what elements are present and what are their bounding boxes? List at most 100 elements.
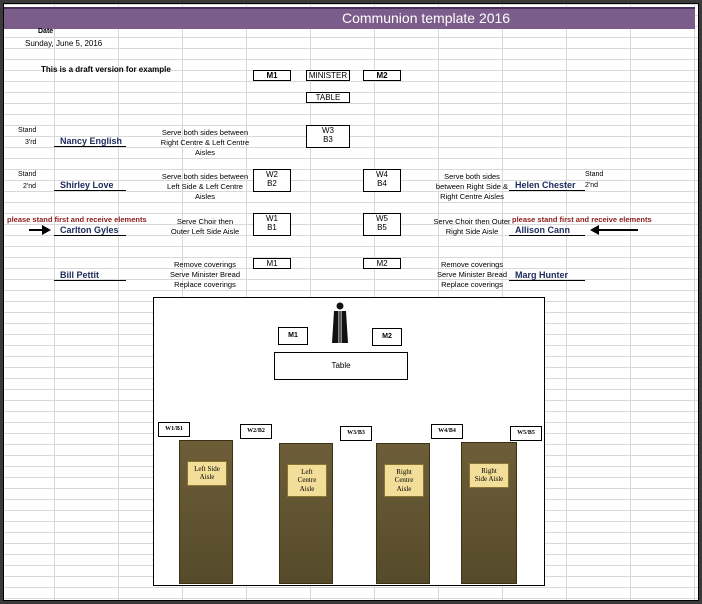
instr-line: Serve both sides between [161,172,249,181]
instr-line: Remove coverings [440,260,504,269]
name-bill-pettit: Bill Pettit [54,270,126,281]
page-title: Communion template 2016 [342,10,511,26]
diagram-table: Table [274,352,408,380]
instr-line: Serve both sides between [161,128,249,137]
aisle-label-line: Aisle [396,484,412,493]
stand-label-2nd-left: Stand [18,171,37,178]
instr-line: Serve both sides [444,172,500,181]
ord-2nd-right: 2'nd [585,182,599,189]
name-text: Marg Hunter [515,270,569,280]
b4-text: B4 [377,179,387,189]
name-text: Allison Cann [515,225,571,235]
instr-m1: Remove coverings Serve Minister Bread Re… [154,260,256,289]
w4-b4-box: W4 B4 [363,169,401,192]
w3-b3-box: W3 B3 [306,125,350,148]
w4-text: W4 [376,170,388,179]
instr-first-left: Serve Choir then Outer Left Side Aisle [154,217,256,237]
name-text: Shirley Love [60,180,114,190]
instr-second-right: Serve both sides between Right Side & Ri… [422,172,522,201]
aisle-label: Left Side Aisle [187,461,227,486]
instr-line: Aisles [194,147,215,157]
arrow-right-icon [29,225,51,235]
aisle-label: Right Side Aisle [469,463,509,488]
instr-line: Replace coverings [174,279,236,289]
w5-text: W5 [376,214,388,223]
ord-3rd: 3'rd [25,139,37,146]
b5-text: B5 [377,223,387,233]
diagram-w1-b1: W1/B1 [158,422,190,437]
w5-b5-box: W5 B5 [363,213,401,236]
aisle-label-line: Centre [297,476,317,485]
date-label: Date [38,28,54,35]
instr-line: Right Centre & Left Centre [160,137,250,147]
instr-line: Remove coverings [173,260,237,269]
instr-line: Replace coverings [441,279,503,289]
diagram-w3-b3: W3/B3 [340,426,372,441]
diagram-w5-b5: W5/B5 [510,426,542,441]
note-stand-first-left: please stand first and receive elements [7,215,147,224]
aisle-label: Right Centre Aisle [384,464,424,498]
church-layout-diagram: M1 M2 Table W1/B1 W2/B2 W3/B3 W4/B4 W5/B… [153,297,545,586]
instr-line: Aisles [194,191,215,201]
stand-label-2nd-right: Stand [585,171,604,178]
name-text: Carlton Gyles [60,225,119,235]
date-value: Sunday, June 5, 2016 [25,39,103,48]
note-stand-first-right: please stand first and receive elements [512,215,652,224]
m2-row-box: M2 [363,258,401,269]
name-helen-chester: Helen Chester [509,180,585,191]
aisle-label-line: Right [481,467,497,475]
m1-row-box: M1 [253,258,291,269]
aisle-label-line: Right [396,468,412,476]
instr-line: Left Side & Left Centre [167,181,243,191]
aisle-label-line: Left Side [194,465,220,473]
b1-text: B1 [267,223,277,233]
minister-box: MINISTER [306,70,350,81]
aisle-right-centre: Right Centre Aisle [376,443,430,584]
instr-third-left: Serve both sides between Right Centre & … [154,128,256,157]
stand-label-3rd: Stand [18,127,37,134]
title-bar: Communion template 2016 [4,7,695,29]
aisle-label-line: Aisle [299,484,315,493]
diagram-w4-b4: W4/B4 [431,424,463,439]
aisle-right-side: Right Side Aisle [461,442,517,584]
aisle-label: Left Centre Aisle [287,464,327,498]
instr-line: Serve Minister Bread [436,269,508,279]
w2-text: W2 [266,170,278,179]
aisle-left-centre: Left Centre Aisle [279,443,333,584]
aisle-label-line: Left [301,468,313,476]
instr-line: Serve Choir then Outer [433,217,511,226]
w1-text: W1 [266,214,278,223]
instr-m2: Remove coverings Serve Minister Bread Re… [422,260,522,289]
instr-line: Right Side Aisle [445,226,499,236]
name-text: Helen Chester [515,180,576,190]
name-allison-cann: Allison Cann [509,225,585,236]
draft-note: This is a draft version for example [41,65,171,74]
sheet: Communion template 2016 Date Sunday, Jun… [3,3,699,601]
m1-box: M1 [253,70,291,81]
arrow-left-icon [590,225,640,235]
w1-b1-box: W1 B1 [253,213,291,236]
instr-second-left: Serve both sides between Left Side & Lef… [154,172,256,201]
table-box: TABLE [306,92,350,103]
instr-line: Serve Minister Bread [169,269,241,279]
instr-line: Outer Left Side Aisle [170,226,240,236]
ord-2nd-left: 2'nd [23,183,37,190]
diagram-m1: M1 [278,327,308,345]
aisle-label-line: Aisle [199,473,215,482]
name-marg-hunter: Marg Hunter [509,270,585,281]
aisle-label-line: Side Aisle [474,475,504,484]
minister-figure-icon [332,302,348,343]
b3-text: B3 [323,135,333,145]
name-nancy-english: Nancy English [54,136,126,147]
name-shirley-love: Shirley Love [54,180,126,191]
w2-b2-box: W2 B2 [253,169,291,192]
aisle-left-side: Left Side Aisle [179,440,233,584]
instr-line: Right Centre Aisles [440,191,504,201]
instr-first-right: Serve Choir then Outer Right Side Aisle [422,217,522,237]
m2-box: M2 [363,70,401,81]
name-text: Nancy English [60,136,123,146]
instr-line: Serve Choir then [176,217,234,226]
diagram-w2-b2: W2/B2 [240,424,272,439]
name-carlton-gyles: Carlton Gyles [54,225,126,236]
w3-text: W3 [322,126,334,135]
